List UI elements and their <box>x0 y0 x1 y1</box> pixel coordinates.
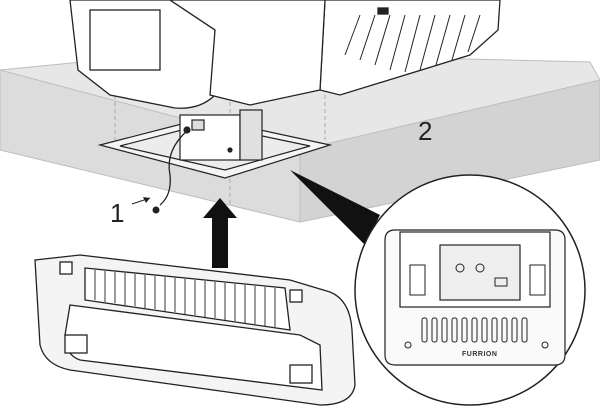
mounting-bracket <box>179 114 241 161</box>
detail-view: FURRION <box>354 174 586 406</box>
ceiling-assembly-grille <box>94 270 276 327</box>
detail-brand-mark: FURRION <box>462 351 497 358</box>
rooftop-ac-unit <box>69 0 501 109</box>
assembly-tab-right <box>289 289 303 303</box>
wire-connector <box>152 206 160 214</box>
assembly-clip-right <box>289 364 313 384</box>
detail-pointer <box>290 170 380 245</box>
shroud-label <box>377 7 389 15</box>
assembly-tab-left <box>59 261 73 275</box>
shroud-vents <box>344 14 481 73</box>
assembly-clip-left <box>64 334 88 354</box>
ceiling-mounting-plate <box>97 109 333 179</box>
ac-side-panel <box>89 9 161 71</box>
ceiling-right-face <box>299 79 600 223</box>
install-direction-arrow <box>203 198 237 268</box>
detail-vents <box>421 317 528 343</box>
ac-body <box>168 0 326 106</box>
wire-harness <box>131 129 189 214</box>
ceiling-assembly <box>34 254 356 406</box>
callout-2: 2 <box>418 116 432 146</box>
callout-1: 1 <box>110 198 124 228</box>
